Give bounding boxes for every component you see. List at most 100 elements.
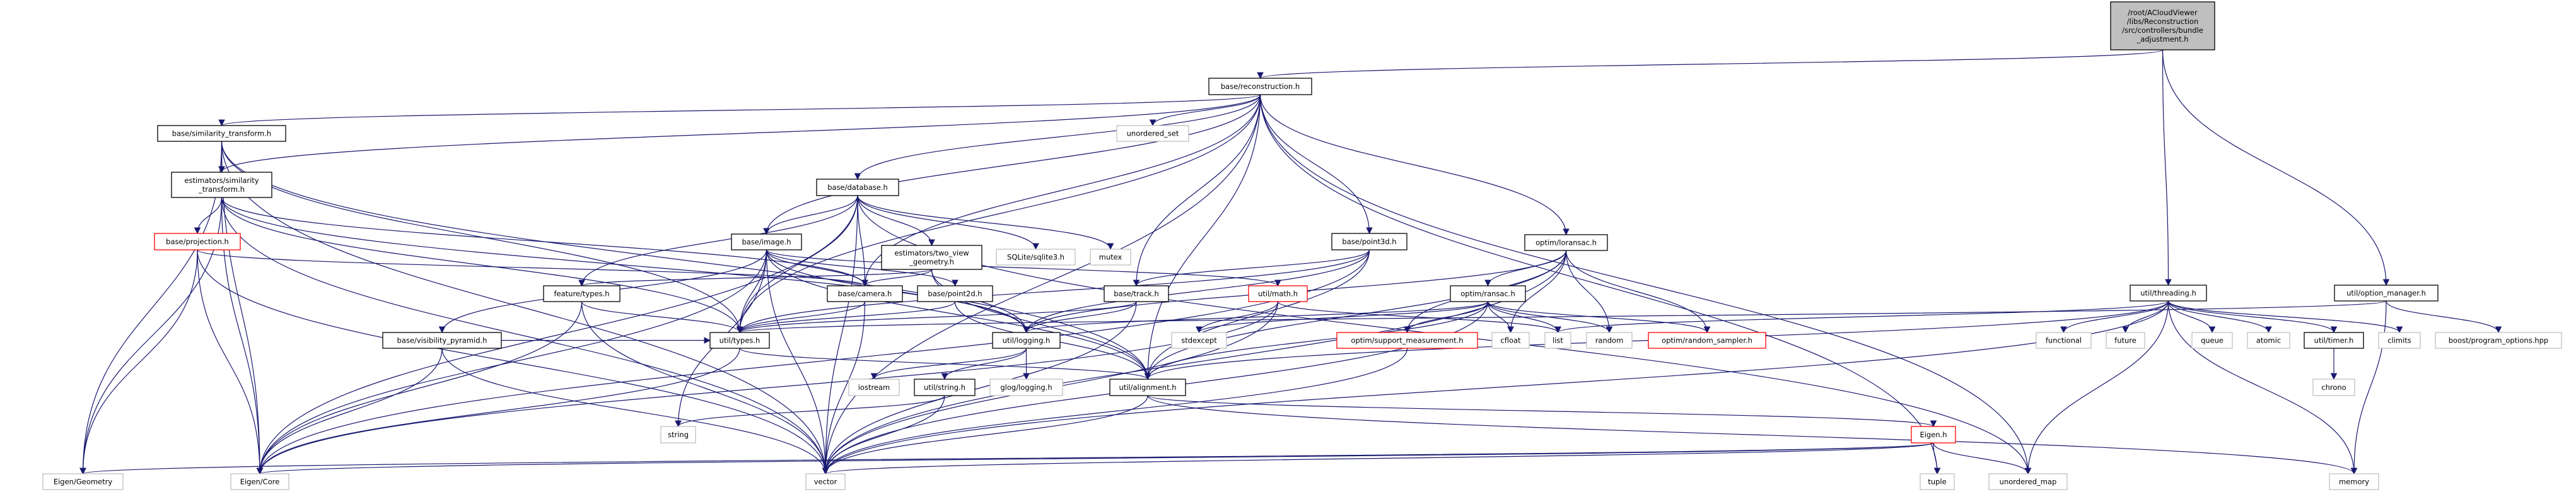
edge-point3d-to-eigen_core (256, 249, 1370, 475)
edge-camera-to-util_types (736, 301, 866, 334)
edge-track-to-vector (822, 301, 1137, 475)
edge-database-to-eigen_core (256, 195, 858, 475)
edge-eigen_h-to-unordered_map (1933, 442, 2032, 475)
node-eigen-h[interactable]: Eigen.h (1911, 426, 1956, 444)
edge-track-to-logging (1023, 301, 1137, 334)
edge-reconstruction-to-sim_transform (218, 94, 1261, 127)
edge-camera-to-vector (822, 301, 866, 475)
node-support[interactable]: optim/support_measurement.h (1336, 332, 1478, 349)
node-mutex: mutex (1090, 249, 1131, 266)
node-label: unordered_map (2000, 477, 2057, 486)
node-feature-types[interactable]: feature/types.h (543, 285, 621, 302)
node-box (2036, 332, 2092, 349)
node-label: future (2114, 336, 2136, 344)
edge-threading-to-atomic (2167, 300, 2272, 334)
node-box (1988, 473, 2068, 490)
node-string-h[interactable]: util/string.h (914, 379, 976, 396)
edge-alignment-to-memory (1147, 395, 2358, 475)
node-option-manager[interactable]: util/option_manager.h (2334, 285, 2439, 302)
node-label: /root/ACloudViewer (2128, 8, 2198, 17)
node-label: base/projection.h (166, 237, 229, 246)
node-image[interactable]: base/image.h (731, 233, 802, 250)
node-label: estimators/two_view (894, 249, 969, 257)
node-label: boost/program_options.hpp (2449, 336, 2548, 344)
node-label: util/timer.h (2314, 336, 2354, 344)
edge-image-to-alignment (766, 249, 1151, 380)
edge-reconstruction-to-point3d (1259, 94, 1373, 235)
node-box (543, 285, 621, 302)
node-math[interactable]: util/math.h (1248, 285, 1308, 302)
node-util-types[interactable]: util/types.h (709, 332, 770, 349)
node-timer[interactable]: util/timer.h (2304, 332, 2364, 349)
node-label: base/reconstruction.h (1221, 82, 1300, 91)
edge-point3d-to-util_types (736, 249, 1370, 334)
edge-eigen_h-to-eigen_core (257, 442, 1934, 475)
node-alignment[interactable]: util/alignment.h (1109, 379, 1186, 396)
node-database[interactable]: base/database.h (816, 179, 899, 196)
edge-point3d-to-logging (1023, 249, 1370, 334)
node-label: feature/types.h (554, 289, 609, 298)
node-ransac[interactable]: optim/ransac.h (1450, 285, 1526, 302)
node-box (996, 249, 1076, 266)
node-point3d[interactable]: base/point3d.h (1331, 233, 1407, 250)
edge-projection-to-eigen_core (197, 249, 264, 475)
node-est-sim[interactable]: estimators/similarity_transform.h (171, 172, 272, 198)
node-glog: glog/logging.h (989, 379, 1063, 396)
node-threading[interactable]: util/threading.h (2130, 285, 2207, 302)
edge-projection-to-eigen_geometry (79, 249, 198, 475)
node-box (1208, 78, 1312, 95)
node-visibility[interactable]: base/visibility_pyramid.h (382, 332, 502, 349)
node-label: base/track.h (1114, 289, 1159, 298)
node-loransac[interactable]: optim/loransac.h (1524, 234, 1608, 251)
edge-database-to-camera (857, 195, 868, 287)
edge-util_types-to-alignment (739, 348, 1151, 380)
node-random-sampler[interactable]: optim/random_sampler.h (1648, 332, 1766, 349)
node-point2d[interactable]: base/point2d.h (917, 285, 993, 302)
node-label: base/database.h (827, 183, 888, 192)
node-box (992, 332, 1061, 349)
edge-image-to-util_types (736, 249, 767, 334)
node-box (989, 379, 1063, 396)
edge-est_sim-to-util_types (221, 197, 743, 334)
node-box (1331, 233, 1407, 250)
node-stdexcept: stdexcept (1171, 332, 1227, 349)
node-label: optim/ransac.h (1460, 289, 1515, 298)
edge-string_h-to-string (675, 395, 945, 428)
edge-loransac-to-vector (822, 250, 1567, 475)
edge-est_sim-to-projection (194, 197, 223, 235)
node-label: string (668, 430, 689, 439)
node-label: base/image.h (742, 237, 791, 246)
node-logging[interactable]: util/logging.h (992, 332, 1061, 349)
node-box (2247, 332, 2290, 349)
node-projection[interactable]: base/projection.h (154, 233, 241, 250)
edge-option_manager-to-boost_po (2386, 300, 2502, 334)
node-label: util/option_manager.h (2346, 288, 2426, 297)
edge-feature_types-to-util_types (581, 301, 743, 334)
edge-threading-to-unordered_map (2024, 300, 2169, 475)
node-track[interactable]: base/track.h (1104, 285, 1169, 302)
node-box (2378, 332, 2421, 349)
node-label: atomic (2256, 336, 2281, 344)
node-box (2329, 473, 2379, 490)
node-label: base/similarity_transform.h (172, 129, 271, 138)
node-root[interactable]: /root/ACloudViewer/libs/Reconstruction/s… (2110, 1, 2215, 50)
node-memory: memory (2329, 473, 2379, 490)
node-box (382, 332, 502, 349)
edge-threading-to-functional (2060, 300, 2169, 334)
edge-feature_types-to-vector (581, 301, 829, 475)
node-atomic: atomic (2247, 332, 2290, 349)
node-reconstruction[interactable]: base/reconstruction.h (1208, 78, 1312, 95)
node-box (914, 379, 976, 396)
edge-reconstruction-to-tuple (1259, 94, 1941, 475)
edge-database-to-feature_types (578, 195, 858, 287)
node-camera[interactable]: base/camera.h (827, 285, 903, 302)
node-two-view[interactable]: estimators/two_view_geometry.h (881, 245, 982, 270)
node-box (2106, 332, 2145, 349)
edge-eigen_h-to-tuple (1933, 442, 1941, 475)
node-label: util/alignment.h (1119, 383, 1176, 392)
node-label: cfloat (1500, 336, 1521, 344)
node-sim-transform[interactable]: base/similarity_transform.h (157, 125, 286, 142)
node-box (2435, 332, 2562, 349)
node-box (154, 233, 241, 250)
node-label: chrono (2321, 383, 2346, 392)
